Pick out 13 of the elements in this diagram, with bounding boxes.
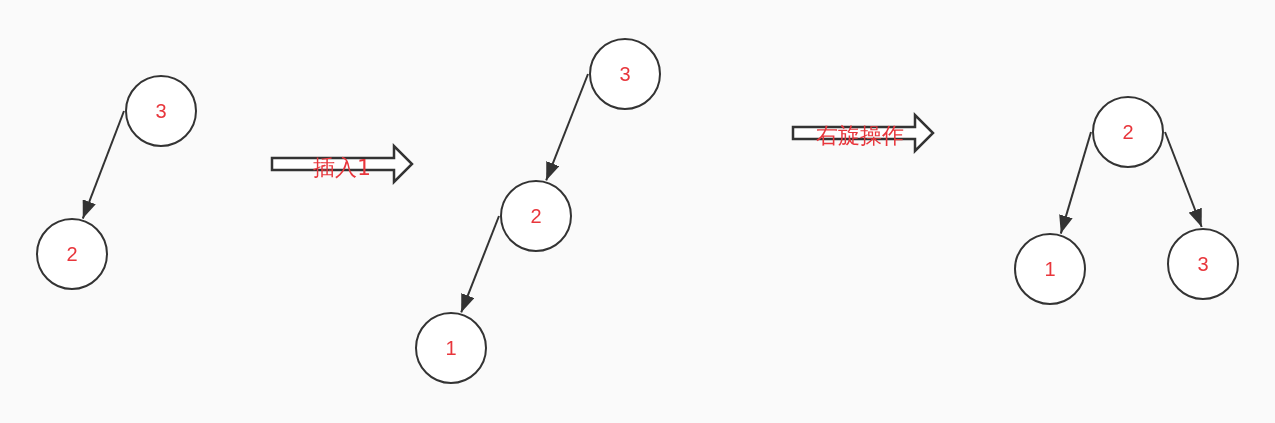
node-value: 1 xyxy=(1044,259,1056,279)
node-value: 3 xyxy=(1197,254,1209,274)
arrow xyxy=(1164,131,1203,228)
node-value: 3 xyxy=(155,101,167,121)
arrow xyxy=(460,215,500,314)
node-value: 2 xyxy=(530,206,542,226)
arrow xyxy=(1059,131,1092,235)
node-value: 3 xyxy=(619,64,631,84)
arrow xyxy=(81,110,125,220)
node-value: 2 xyxy=(1122,122,1134,142)
arrow xyxy=(545,73,589,182)
node-value: 1 xyxy=(445,338,457,358)
node-value: 2 xyxy=(66,244,78,264)
